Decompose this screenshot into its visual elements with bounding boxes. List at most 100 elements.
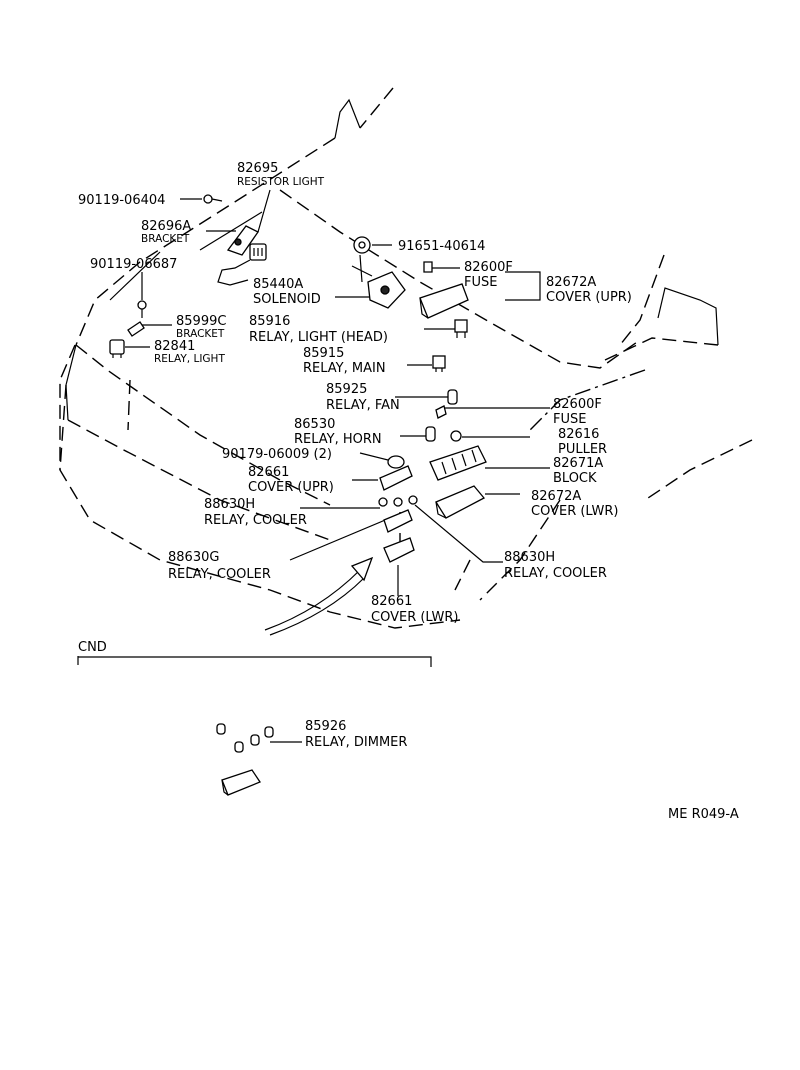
label-85999c: 85999C BRACKET — [176, 314, 226, 340]
svg-text:RELAY, COOLER: RELAY, COOLER — [504, 566, 607, 581]
bolt-91651-40614 — [353, 236, 371, 254]
svg-text:82616: 82616 — [558, 427, 599, 442]
svg-text:RELAY, MAIN: RELAY, MAIN — [303, 361, 386, 376]
label-90179-06009: 90179-06009 (2) — [222, 447, 332, 462]
label-86530: 86530 RELAY, HORN — [294, 417, 382, 447]
label-82695: 82695 RESISTOR LIGHT — [237, 161, 325, 188]
bracket-85999c-part — [127, 321, 145, 337]
svg-text:88630G: 88630G — [168, 550, 219, 565]
relay-cooler-relays — [378, 495, 418, 507]
svg-text:RELAY, COOLER: RELAY, COOLER — [204, 513, 307, 528]
svg-text:RESISTOR LIGHT: RESISTOR LIGHT — [237, 176, 325, 188]
svg-text:82600F: 82600F — [553, 397, 602, 412]
label-85916: 85916 RELAY, LIGHT (HEAD) — [249, 314, 388, 345]
svg-text:85925: 85925 — [326, 382, 367, 397]
svg-text:FUSE: FUSE — [553, 412, 586, 427]
svg-text:90119-06404: 90119-06404 — [78, 193, 165, 208]
body-outline — [59, 87, 753, 629]
resistor-light-part — [217, 243, 267, 286]
fuse-82600f-upper — [423, 261, 433, 273]
label-88630h-right: 88630H RELAY, COOLER — [504, 550, 607, 581]
label-82696a: 82696A BRACKET — [141, 219, 191, 245]
label-82672a-lwr: 82672A COVER (LWR) — [531, 489, 618, 519]
label-82616: 82616 PULLER — [558, 427, 607, 457]
svg-text:82671A: 82671A — [553, 456, 603, 471]
svg-text:RELAY, COOLER: RELAY, COOLER — [168, 567, 271, 582]
cover-lwr-82672a-part — [435, 485, 486, 519]
svg-text:88630H: 88630H — [204, 497, 255, 512]
label-88630g: 88630G RELAY, COOLER — [168, 550, 271, 582]
fuse-82600f-lower — [435, 405, 447, 419]
svg-text:85926: 85926 — [305, 719, 346, 734]
svg-text:FUSE: FUSE — [464, 275, 497, 290]
relay-fan-part — [447, 389, 458, 405]
variant-label: CND — [78, 640, 107, 655]
svg-text:85440A: 85440A — [253, 277, 303, 292]
variant-section-cnd: CND — [77, 640, 432, 667]
bolt-90119-06404 — [203, 194, 223, 204]
cover-upr-82672a-part — [419, 283, 469, 319]
label-82671a: 82671A BLOCK — [553, 456, 603, 486]
svg-text:82672A: 82672A — [546, 275, 596, 290]
label-82672a-upr: 82672A COVER (UPR) — [546, 275, 632, 305]
label-85440a: 85440A SOLENOID — [253, 277, 321, 307]
svg-text:82661: 82661 — [371, 594, 412, 609]
label-82600f-lower: 82600F FUSE — [553, 397, 602, 427]
svg-text:90119-06687: 90119-06687 — [90, 257, 177, 272]
svg-text:85999C: 85999C — [176, 314, 226, 329]
svg-text:82841: 82841 — [154, 339, 195, 354]
svg-text:PULLER: PULLER — [558, 442, 607, 457]
label-85925: 85925 RELAY, FAN — [326, 382, 400, 413]
washer-90179-part — [387, 455, 405, 469]
svg-text:82672A: 82672A — [531, 489, 581, 504]
svg-text:SOLENOID: SOLENOID — [253, 292, 321, 307]
bolt-90119-06687 — [137, 300, 147, 318]
label-82841: 82841 RELAY, LIGHT — [154, 339, 225, 365]
svg-text:85916: 85916 — [249, 314, 290, 329]
svg-text:BLOCK: BLOCK — [553, 471, 597, 486]
svg-text:91651-40614: 91651-40614 — [398, 239, 485, 254]
svg-text:BRACKET: BRACKET — [141, 233, 190, 245]
svg-text:86530: 86530 — [294, 417, 335, 432]
bracket-82696a-part — [226, 225, 259, 256]
block-82671a-part — [429, 445, 487, 481]
svg-text:BRACKET: BRACKET — [176, 328, 225, 340]
label-85926: 85926 RELAY, DIMMER — [305, 719, 407, 750]
label-85915: 85915 RELAY, MAIN — [303, 346, 386, 376]
svg-text:RELAY, LIGHT: RELAY, LIGHT — [154, 353, 225, 365]
label-90119-06404: 90119-06404 — [78, 193, 165, 208]
svg-text:COVER (UPR): COVER (UPR) — [546, 290, 632, 305]
relay-light-82841-part — [109, 339, 125, 358]
svg-text:RELAY, FAN: RELAY, FAN — [326, 398, 400, 413]
svg-text:82600F: 82600F — [464, 260, 513, 275]
label-90119-06687: 90119-06687 — [90, 257, 177, 272]
svg-text:90179-06009 (2): 90179-06009 (2) — [222, 447, 332, 462]
svg-text:COVER (LWR): COVER (LWR) — [531, 504, 618, 519]
relay-main-part — [432, 355, 446, 372]
leader-lines — [125, 189, 550, 743]
figure-code: ME R049-A — [668, 807, 739, 822]
svg-text:COVER (LWR): COVER (LWR) — [371, 610, 458, 625]
label-82661-lwr: 82661 COVER (LWR) — [371, 594, 458, 625]
install-arrow — [264, 556, 374, 636]
cover-upr-82661-part — [379, 465, 413, 491]
solenoid-part — [351, 254, 406, 309]
dimmer-relays — [216, 723, 274, 796]
svg-text:82695: 82695 — [237, 161, 278, 176]
relay-light-head-part — [454, 319, 468, 338]
svg-text:85915: 85915 — [303, 346, 344, 361]
puller-part — [450, 430, 462, 442]
svg-text:88630H: 88630H — [504, 550, 555, 565]
svg-text:RELAY, DIMMER: RELAY, DIMMER — [305, 735, 407, 750]
svg-text:RELAY, LIGHT (HEAD): RELAY, LIGHT (HEAD) — [249, 330, 388, 345]
svg-text:82696A: 82696A — [141, 219, 191, 234]
svg-text:COVER (UPR): COVER (UPR) — [248, 480, 334, 495]
cover-lwr-82661-part — [383, 509, 415, 563]
svg-text:RELAY, HORN: RELAY, HORN — [294, 432, 382, 447]
label-91651-40614: 91651-40614 — [398, 239, 485, 254]
label-82661-upr: 82661 COVER (UPR) — [248, 465, 334, 495]
label-82600f-upper: 82600F FUSE — [464, 260, 513, 290]
label-88630h-left: 88630H RELAY, COOLER — [204, 497, 307, 528]
relay-horn-part — [425, 426, 436, 442]
